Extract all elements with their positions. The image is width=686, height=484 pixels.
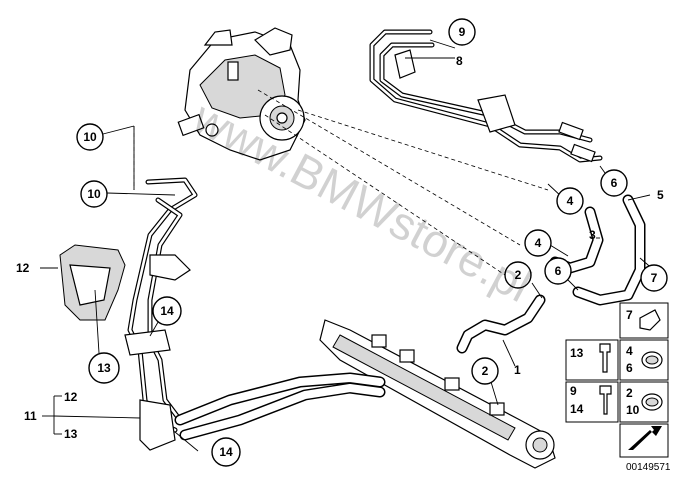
callout-8-label: 8	[456, 54, 463, 68]
callout-11-sub-13-label: 13	[64, 427, 78, 441]
callout-3-label: 3	[589, 228, 596, 242]
legend-label-13: 13	[570, 346, 584, 360]
callout-4-lower-label: 4	[535, 236, 542, 250]
fuel-feed-line-assembly	[124, 177, 386, 451]
high-pressure-pump	[177, 27, 306, 161]
callout-14-upper-label: 14	[160, 304, 174, 318]
clip-icon	[639, 309, 661, 331]
callout-9-label: 9	[459, 25, 466, 39]
callout-11-sub-12[interactable]: 12	[64, 390, 78, 404]
callout-6-upper-label: 6	[611, 176, 618, 190]
fuel-return-pipe-assembly	[369, 29, 603, 163]
legend-label-4: 4	[626, 344, 633, 358]
bracket	[59, 244, 126, 321]
legend-label-2: 2	[626, 386, 633, 400]
callout-10-upper[interactable]: 10	[76, 123, 104, 151]
direction-arrow-icon	[628, 426, 662, 450]
screw-icon	[599, 385, 612, 415]
callout-1[interactable]: 1	[514, 363, 521, 377]
callout-11-sub-13[interactable]: 13	[64, 427, 78, 441]
legend-label-9: 9	[570, 384, 577, 398]
callout-4-upper-label: 4	[567, 194, 574, 208]
callout-7[interactable]: 7	[640, 264, 668, 292]
callout-10-lower-label: 10	[87, 187, 101, 201]
bolt-icon	[599, 343, 611, 373]
callout-8[interactable]: 8	[456, 54, 463, 68]
callout-2-lower[interactable]: 2	[471, 357, 499, 385]
callout-6-lower-label: 6	[555, 264, 562, 278]
callout-1-label: 1	[514, 363, 521, 377]
callout-12[interactable]: 12	[16, 261, 30, 275]
callout-10-upper-label: 10	[83, 130, 97, 144]
callout-2-upper-label: 2	[515, 268, 522, 282]
fuel-rail	[319, 319, 556, 469]
callout-11-sub-12-label: 12	[64, 390, 78, 404]
legend-label-7: 7	[626, 308, 633, 322]
callout-9[interactable]: 9	[448, 18, 476, 46]
callout-13[interactable]: 13	[88, 352, 120, 384]
legend-label-10: 10	[626, 403, 640, 417]
callout-13-label: 13	[97, 361, 111, 375]
legend-label-6: 6	[626, 361, 633, 375]
callout-11[interactable]: 11	[24, 409, 37, 423]
callout-5[interactable]: 5	[657, 188, 664, 202]
callout-4-upper[interactable]: 4	[556, 187, 584, 215]
callout-7-label: 7	[651, 271, 658, 285]
callout-4-lower[interactable]: 4	[524, 229, 552, 257]
diagram-id: 00149571	[626, 462, 671, 473]
callout-14-upper[interactable]: 14	[152, 296, 182, 326]
callout-3[interactable]: 3	[589, 228, 596, 242]
callout-11-label: 11	[24, 409, 37, 423]
callout-2-upper[interactable]: 2	[504, 261, 532, 289]
legend-label-14: 14	[570, 402, 584, 416]
callout-6-upper[interactable]: 6	[600, 169, 628, 197]
callout-14-lower-label: 14	[219, 445, 233, 459]
callout-10-lower[interactable]: 10	[80, 180, 108, 208]
legend-cell-arrow[interactable]	[619, 423, 669, 458]
small-parts-legend: 7 13 4 6 9 14 2 10	[565, 302, 669, 458]
callout-14-lower[interactable]: 14	[211, 437, 241, 467]
callout-6-lower[interactable]: 6	[544, 257, 572, 285]
callout-5-label: 5	[657, 188, 664, 202]
callout-2-lower-label: 2	[482, 364, 489, 378]
callout-12-label: 12	[16, 261, 30, 275]
